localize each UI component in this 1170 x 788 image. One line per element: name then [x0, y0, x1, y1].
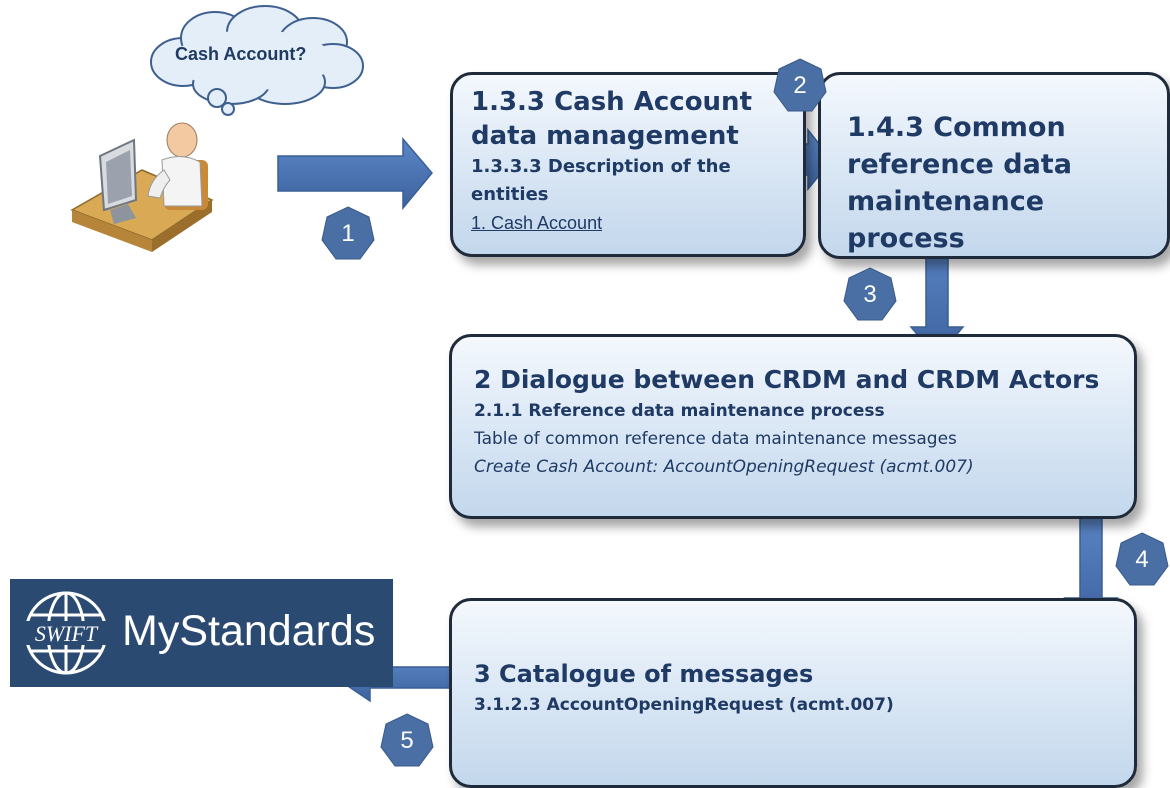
person-at-computer-icon [70, 122, 214, 252]
box3-title: 2 Dialogue between CRDM and CRDM Actors [474, 365, 1100, 394]
common-reference-data-box: 1.4.3 Common reference data maintenance … [818, 72, 1170, 259]
box1-title: 1.3.3 Cash Account data management [471, 87, 752, 151]
swift-emblem-text: SWIFT [35, 621, 99, 646]
step-badge-5: 5 [379, 713, 435, 769]
cash-account-data-management-box: 1.3.3 Cash Account data management 1.3.3… [450, 72, 806, 257]
catalogue-of-messages-box: 3 Catalogue of messages 3.1.2.3 AccountO… [449, 598, 1137, 788]
process-diagram: Cash Account? 1.3.3 Cash Account data ma… [10, 5, 1170, 788]
step-badge-3: 3 [842, 267, 898, 323]
box3-text: Table of common reference data maintenan… [474, 429, 957, 449]
box3-subtitle: 2.1.1 Reference data maintenance process [474, 401, 885, 421]
box4-title: 3 Catalogue of messages [474, 660, 814, 688]
step-badge-2: 2 [772, 58, 828, 114]
box3-italic-text: Create Cash Account: AccountOpeningReque… [474, 457, 974, 477]
box4-subtitle: 3.1.2.3 AccountOpeningRequest (acmt.007) [474, 695, 894, 715]
dialogue-box: 2 Dialogue between CRDM and CRDM Actors … [449, 334, 1137, 519]
thought-cloud-text: Cash Account? [175, 44, 307, 64]
arrow-user-to-cash-account [277, 136, 433, 211]
step-badge-1: 1 [320, 206, 376, 262]
box1-subtitle: 1.3.3.3 Description of the entities [471, 156, 731, 205]
box2-title: 1.4.3 Common reference data maintenance … [847, 112, 1072, 254]
step-badge-4: 4 [1114, 532, 1170, 588]
globe-icon: SWIFT [22, 591, 110, 675]
cash-account-link[interactable]: 1. Cash Account [471, 213, 603, 233]
mystandards-wordmark: MyStandards [122, 607, 376, 655]
thought-cloud-icon [150, 5, 364, 116]
swift-mystandards-logo: SWIFT MyStandards [10, 579, 393, 687]
